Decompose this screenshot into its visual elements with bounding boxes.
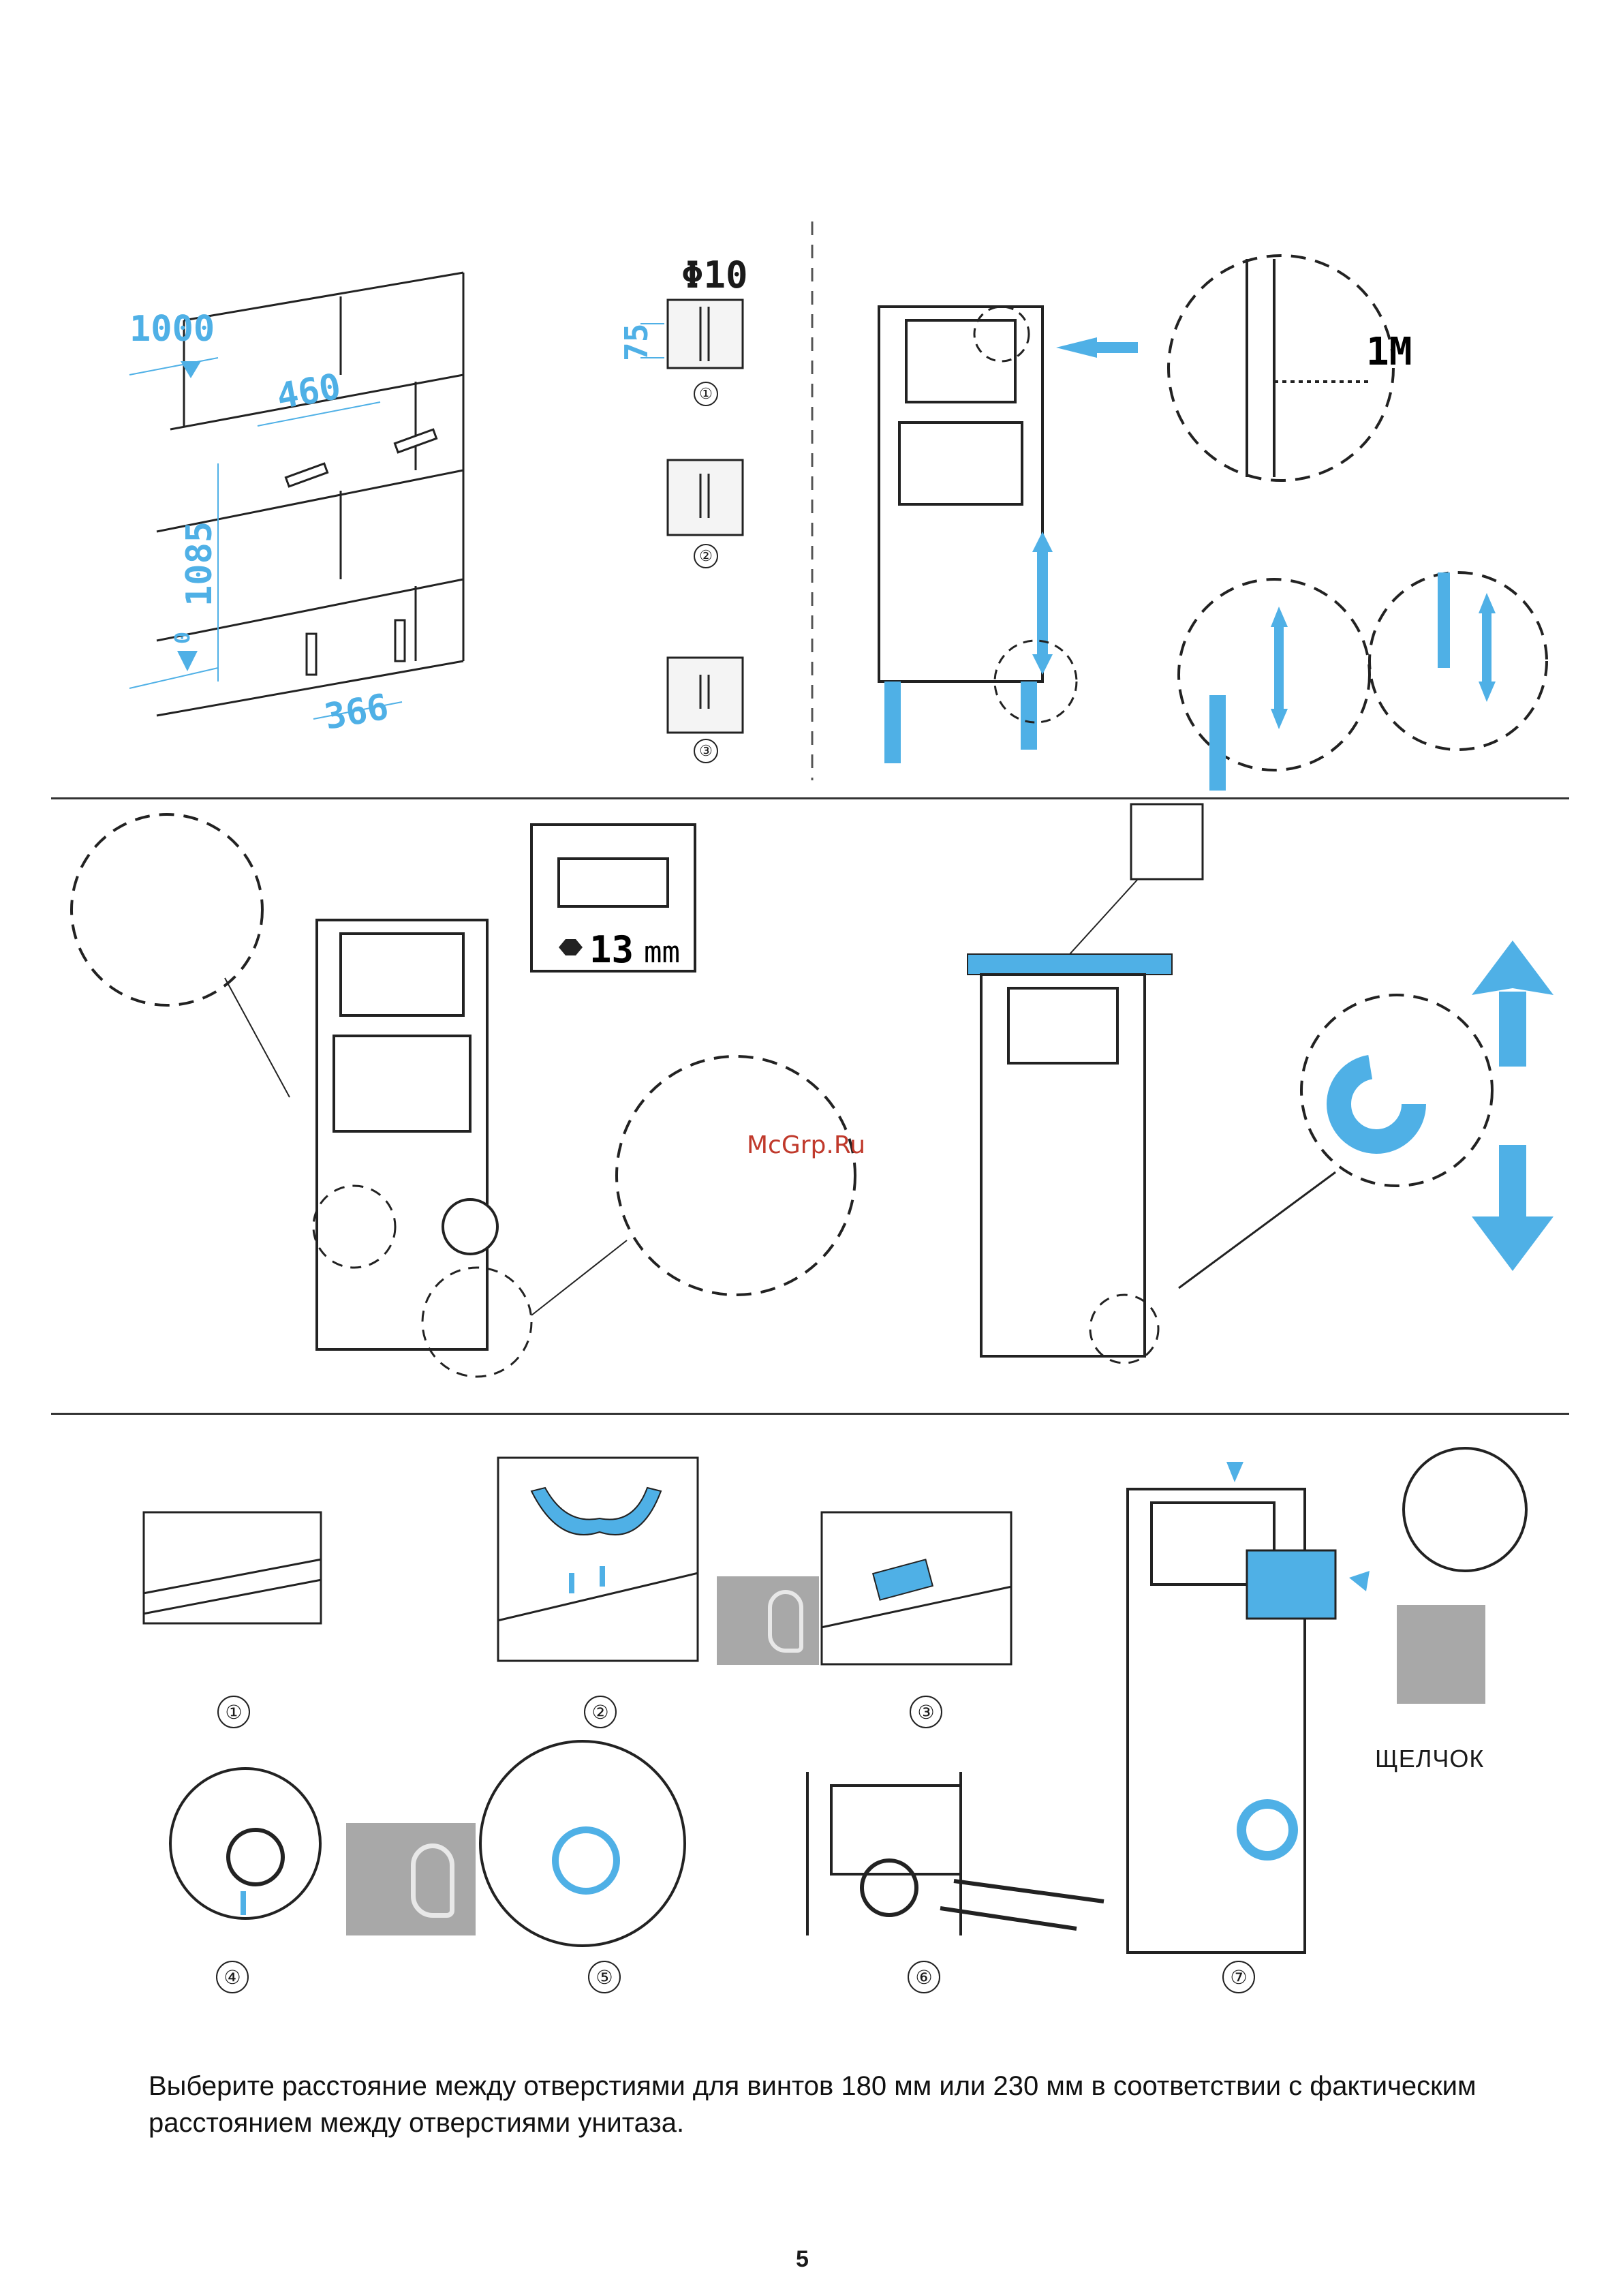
level-icon bbox=[1131, 804, 1203, 879]
anchor-bolt-icon bbox=[285, 429, 436, 675]
step-3-clip-snap bbox=[821, 1512, 1012, 1665]
watermark: McGrp.Ru bbox=[747, 1131, 865, 1159]
frame-height-adjust: 1M bbox=[865, 218, 1547, 791]
step-1-rail bbox=[143, 1512, 322, 1624]
step-4-number: ④ bbox=[216, 1961, 249, 1993]
arrow-up-icon bbox=[1472, 940, 1554, 1067]
drill-step-3: ③ bbox=[694, 739, 718, 763]
frame-leveling bbox=[954, 804, 1567, 1390]
dim-1085: 1085 bbox=[179, 521, 220, 607]
step-5-pipe-click bbox=[477, 1738, 688, 1949]
frame-wall-mount: 13 mm bbox=[68, 811, 818, 1397]
step-5-number: ⑤ bbox=[588, 1961, 621, 1993]
section-divider-2 bbox=[51, 1413, 1569, 1415]
step-2-number: ② bbox=[584, 1696, 617, 1728]
step-2-clip bbox=[497, 1457, 698, 1662]
step-6-number: ⑥ bbox=[908, 1961, 940, 1993]
section-divider-1 bbox=[51, 797, 1569, 799]
wrench-unit: mm bbox=[644, 935, 680, 970]
step-7-flush-box bbox=[1124, 1455, 1547, 1973]
ear-icon bbox=[346, 1823, 476, 1935]
mark-1m: 1M bbox=[1366, 330, 1412, 374]
click-label: ЩЕЛЧОК bbox=[1375, 1745, 1484, 1773]
arrow-up-icon bbox=[1032, 337, 1138, 675]
instruction-caption: Выберите расстояние между отверстиями дл… bbox=[149, 2068, 1484, 2141]
dim-366: 366 bbox=[322, 686, 392, 737]
drill-diameter-label: Φ10 bbox=[681, 254, 748, 296]
ear-icon bbox=[1397, 1605, 1485, 1704]
step-4-pipe-seal bbox=[167, 1762, 324, 1925]
drill-steps: 75 bbox=[593, 293, 756, 770]
step-3-number: ③ bbox=[910, 1696, 942, 1728]
wall-drilling-diagram: 1000 460 1085 0 366 bbox=[116, 266, 484, 729]
step-1-number: ① bbox=[217, 1696, 250, 1728]
step-7-number: ⑦ bbox=[1222, 1961, 1255, 1993]
drill-step-1: ① bbox=[694, 382, 718, 406]
ear-icon bbox=[717, 1576, 819, 1665]
dim-460: 460 bbox=[274, 366, 344, 417]
section-separator bbox=[811, 221, 814, 780]
arrow-down-icon bbox=[1472, 1145, 1554, 1271]
drill-step-2: ② bbox=[694, 544, 718, 568]
dim-1000: 1000 bbox=[129, 309, 215, 350]
step-6-rods bbox=[804, 1772, 1111, 1942]
drill-depth-label: 75 bbox=[618, 324, 655, 361]
page-number: 5 bbox=[796, 2246, 809, 2273]
wrench-size: 13 bbox=[589, 928, 634, 971]
dim-zero: 0 bbox=[171, 632, 195, 644]
